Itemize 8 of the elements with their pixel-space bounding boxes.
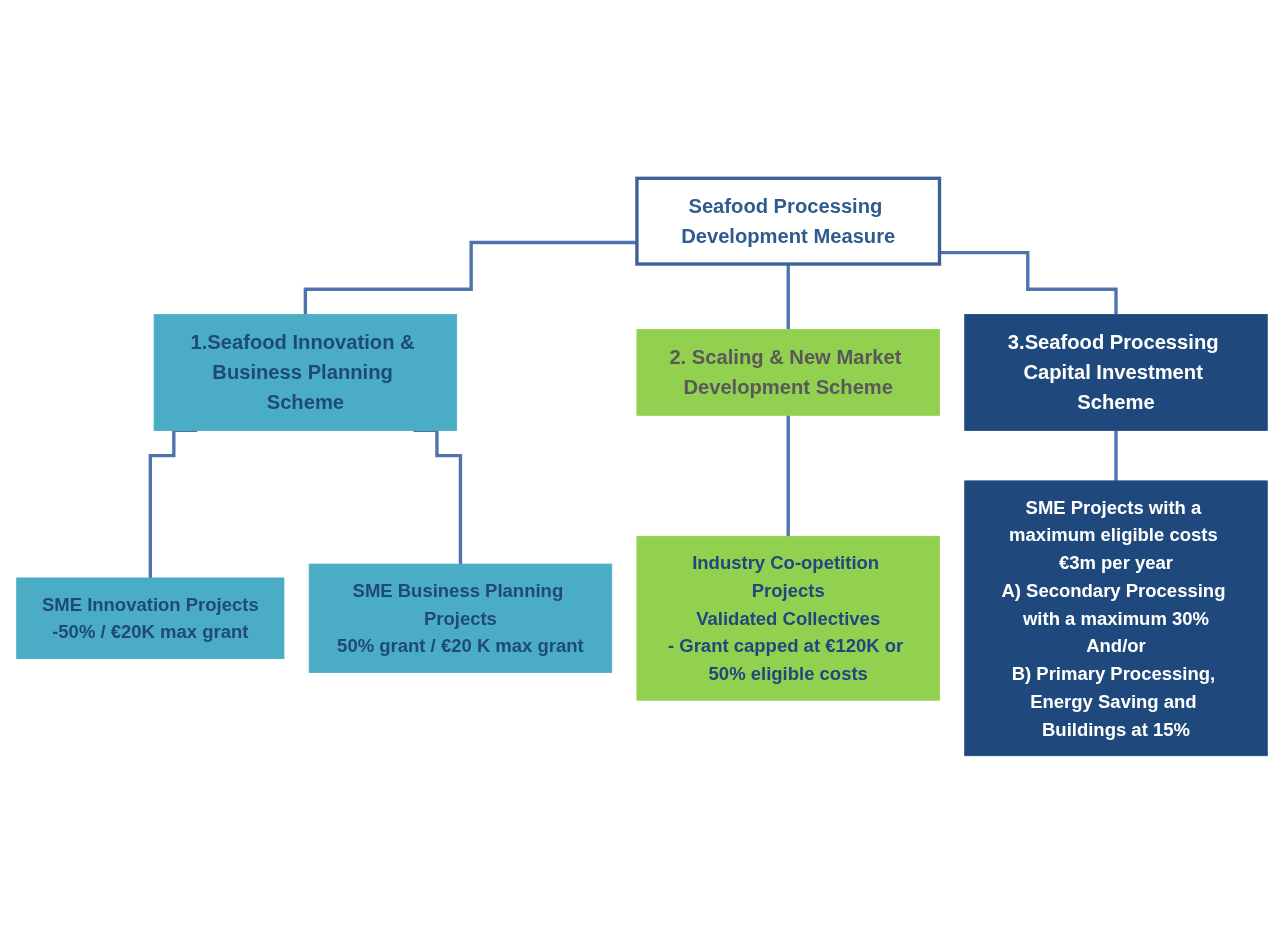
node-box: Seafood Processing Development Measure — [635, 176, 942, 266]
node-box: SME Innovation Projects -50% / €20K max grant — [16, 577, 285, 660]
node-box: Industry Co-opetition Projects Validated Collectives - Grant capped at €120K or 50% eligible costs — [636, 535, 940, 701]
node-box: SME Projects with a maximum eligible costs €3m per year A) Secondary Processing with a maximum 30% And/or B) Primary Processing, Energy Saving and Buildings at 15% — [964, 480, 1268, 757]
node-box: SME Business Planning Projects 50% grant / €20 K max grant — [308, 563, 613, 673]
node-box: 1.Seafood Innovation & Business Planning Scheme — [153, 314, 458, 431]
node-box: 3.Seafood Processing Capital Investment Scheme — [964, 314, 1268, 431]
node-box: 2. Scaling & New Market Development Scheme — [636, 329, 940, 416]
